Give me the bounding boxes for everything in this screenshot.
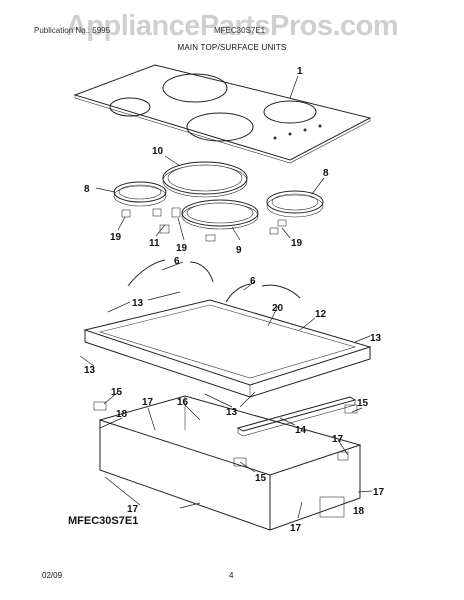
callout-16: 16 [177,397,189,408]
callout-10: 10 [152,146,164,157]
page-number: 4 [229,571,234,580]
surface-unit-right[interactable] [266,190,324,218]
callout-18-right: 18 [353,506,365,517]
leader-lines [79,75,373,519]
surface-unit-rear[interactable] [181,199,259,230]
unit-brackets[interactable] [121,207,287,242]
callout-12: 12 [315,309,327,320]
callout-13-bottom: 13 [226,407,238,418]
callout-13-front: 13 [84,365,96,376]
callout-9: 9 [236,245,242,256]
callout-17-left: 17 [142,397,154,408]
box-brackets[interactable] [93,401,358,518]
model-label: MFEC30S7E1 [68,515,139,527]
callout-19-left: 19 [110,232,122,243]
callout-11: 11 [149,238,160,249]
callout-8-right: 8 [323,168,329,179]
callout-8-left: 8 [84,184,90,195]
support-frame[interactable] [83,299,372,398]
callout-1: 1 [297,66,303,77]
callout-17-far-right: 17 [373,487,385,498]
surface-unit-left[interactable] [113,181,167,207]
footer-date: 02/09 [42,571,63,580]
callout-6-left: 6 [174,256,180,267]
publication-header: Publication No.: 5995 [34,26,111,35]
callout-13-right: 13 [370,333,382,344]
model-header: MFEC30S7E1 [214,26,266,35]
callout-17-bottom-left: 17 [127,504,139,515]
callout-15-bottom: 15 [255,473,267,484]
burner-box[interactable] [98,395,362,531]
callout-13-left: 13 [132,298,144,309]
wire-clips[interactable] [127,259,301,303]
callout-17-right: 17 [332,434,344,445]
watermark: AppliancePartsPros.com [65,10,399,42]
trim-strip[interactable] [236,396,357,437]
dual-surface-unit[interactable] [162,161,248,198]
main-top-glass[interactable] [73,64,372,164]
callout-15-right: 15 [357,398,369,409]
callout-18-left: 18 [116,409,128,420]
callout-20: 20 [272,303,284,314]
callout-15-left: 15 [111,387,123,398]
page-subtitle: MAIN TOP/SURFACE UNITS [177,43,287,52]
callout-14: 14 [295,425,307,436]
callout-labels: 1 10 8 8 19 11 19 9 19 6 6 13 20 12 13 1… [84,66,385,534]
callout-6-right: 6 [250,276,256,287]
callout-19-mid: 19 [176,243,188,254]
callout-17-bottom-right: 17 [290,523,302,534]
callout-19-right: 19 [291,238,303,249]
